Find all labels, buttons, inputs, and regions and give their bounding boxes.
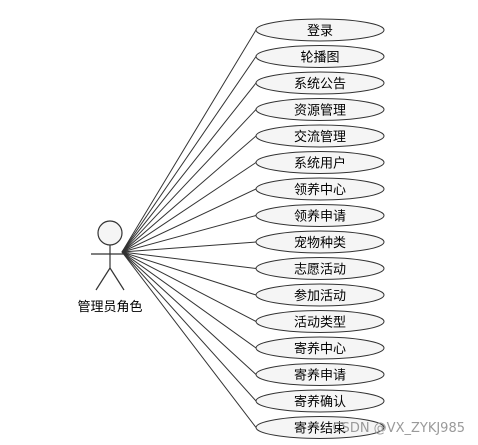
association-line	[121, 251, 257, 269]
association-line	[121, 251, 257, 296]
use-case-ellipse	[255, 151, 385, 174]
association-line	[121, 29, 257, 253]
use-case: 宠物种类	[255, 230, 385, 254]
use-case-ellipse	[255, 416, 385, 439]
use-case-label: 轮播图	[300, 51, 339, 66]
use-case: 寄养确认	[255, 389, 385, 413]
use-case: 志愿活动	[255, 257, 385, 280]
use-case: 领养中心	[255, 177, 385, 201]
use-case-label: 寄养结束	[294, 421, 346, 437]
actor: 管理员角色	[77, 220, 143, 315]
use-case-label: 系统公告	[294, 77, 346, 92]
association-line	[121, 241, 257, 253]
use-case: 参加活动	[255, 283, 385, 307]
use-case-ellipse	[255, 204, 385, 227]
use-case: 活动类型	[255, 310, 385, 333]
association-line	[121, 188, 257, 253]
use-case-label: 交流管理	[294, 129, 346, 145]
use-case-label: 寄养确认	[294, 394, 346, 410]
use-case-ellipse	[255, 45, 385, 68]
use-case-label: 寄养申请	[294, 368, 346, 384]
association-line	[121, 215, 257, 253]
use-case-label: 系统用户	[294, 156, 346, 172]
use-case-list: 登录轮播图系统公告资源管理交流管理系统用户领养中心领养申请宠物种类志愿活动参加活…	[255, 18, 385, 439]
association-lines	[121, 29, 257, 428]
use-case: 登录	[255, 18, 385, 42]
association-line	[121, 82, 257, 253]
use-case: 领养申请	[255, 204, 385, 227]
association-line	[121, 135, 257, 253]
use-case-ellipse	[255, 71, 385, 95]
use-case-label: 志愿活动	[294, 263, 346, 278]
use-case-ellipse	[255, 124, 385, 148]
actor-left-leg	[95, 267, 111, 291]
use-case: 系统公告	[255, 71, 385, 95]
use-case-label: 登录	[307, 24, 333, 39]
use-case-label: 资源管理	[294, 104, 346, 119]
use-case-label: 活动类型	[294, 316, 346, 331]
use-case: 寄养结束	[255, 416, 385, 439]
use-case-ellipse	[255, 177, 385, 201]
watermark-text: CSDN @VX_ZYKJ985	[332, 421, 465, 436]
association-line	[121, 251, 257, 375]
use-case-ellipse	[255, 389, 385, 413]
association-line	[121, 162, 257, 253]
association-line	[121, 251, 257, 428]
use-case-ellipse	[255, 283, 385, 307]
use-case: 系统用户	[255, 151, 385, 174]
use-case: 寄养中心	[255, 336, 385, 360]
use-case-ellipse	[255, 98, 385, 121]
use-case: 资源管理	[255, 98, 385, 121]
use-case-ellipse	[255, 310, 385, 333]
use-case-label: 参加活动	[294, 288, 346, 304]
use-case-label: 领养中心	[294, 182, 346, 198]
association-line	[121, 109, 257, 253]
use-case-label: 宠物种类	[294, 235, 346, 251]
use-case: 交流管理	[255, 124, 385, 148]
use-case-ellipse	[255, 336, 385, 360]
association-line	[121, 251, 257, 349]
use-case-label: 领养申请	[294, 209, 346, 225]
use-case-ellipse	[255, 363, 385, 386]
actor-head-icon	[97, 220, 123, 246]
use-case: 轮播图	[255, 45, 385, 68]
actor-label: 管理员角色	[77, 299, 142, 315]
association-line	[121, 251, 257, 322]
association-line	[121, 56, 257, 253]
use-case-ellipse	[255, 230, 385, 254]
association-line	[121, 251, 257, 402]
use-case-ellipse	[255, 18, 385, 42]
use-case-label: 寄养中心	[294, 341, 346, 357]
use-case-ellipse	[255, 257, 385, 280]
use-case: 寄养申请	[255, 363, 385, 386]
actor-right-leg	[109, 267, 125, 291]
